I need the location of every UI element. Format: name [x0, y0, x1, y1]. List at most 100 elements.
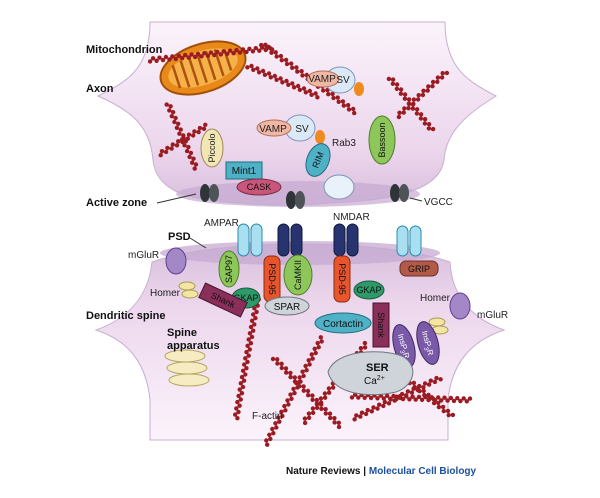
actin-bead: [302, 416, 308, 421]
actin-bead: [388, 397, 393, 402]
actin-bead: [409, 390, 415, 395]
actin-bead: [349, 395, 355, 400]
mint1: Mint1: [225, 161, 263, 180]
actin-bead: [359, 410, 365, 415]
actin-bead: [426, 84, 431, 89]
actin-bead: [150, 56, 156, 61]
actin-bead: [422, 121, 428, 126]
actin-bead: [302, 420, 308, 426]
shank-right: Shank: [372, 302, 390, 348]
actin-bead: [276, 415, 281, 420]
actin-bead: [435, 75, 441, 80]
actin-bead: [446, 412, 451, 418]
actin-bead: [239, 391, 245, 396]
actin-bead: [233, 412, 238, 417]
camkii: CaMKII: [283, 254, 313, 296]
actin-bead: [256, 70, 262, 75]
actin-bead: [251, 312, 256, 317]
actin-bead: [253, 46, 258, 51]
actin-bead: [390, 77, 396, 82]
actin-bead: [321, 88, 326, 93]
actin-bead: [428, 378, 433, 383]
svg-text:InsP3R: InsP3R: [418, 330, 435, 357]
actin-bead: [354, 413, 359, 418]
actin-bead: [413, 397, 418, 402]
actin-bead: [191, 133, 196, 138]
actin-bead: [237, 50, 243, 55]
actin-bead: [326, 390, 332, 395]
actin-bead: [410, 394, 415, 399]
actin-bead: [322, 395, 328, 400]
axon-label: Axon: [86, 83, 114, 95]
actin-bead: [418, 116, 424, 121]
actin-bead: [432, 379, 438, 385]
psd95-left-label: PSD-95: [267, 263, 277, 295]
actin-bead: [402, 92, 408, 97]
actin-bead: [246, 337, 251, 342]
actin-bead: [316, 345, 321, 350]
actin-bead: [445, 398, 450, 403]
actin-bead: [163, 54, 169, 60]
actin-bead: [239, 374, 245, 380]
actin-bead: [436, 395, 441, 400]
actin-bead: [315, 340, 320, 346]
actin-bead: [406, 106, 411, 111]
actin-bead: [326, 92, 331, 97]
actin-bead: [245, 343, 250, 348]
actin-bead: [416, 93, 421, 98]
actin-bead: [307, 362, 312, 367]
actin-bead: [301, 86, 307, 91]
actin-bead: [265, 442, 270, 447]
actin-bead: [436, 404, 442, 410]
psd-label: PSD: [168, 231, 191, 243]
actin-bead: [331, 95, 336, 101]
actin-bead: [167, 57, 172, 62]
actin-bead: [260, 68, 266, 74]
actin-bead: [251, 328, 256, 333]
ca-label: Ca: [364, 376, 377, 387]
f-actin-filament: [270, 356, 342, 430]
actin-bead: [237, 387, 242, 392]
actin-bead: [274, 77, 279, 83]
actin-bead: [341, 103, 346, 108]
actin-bead: [396, 114, 402, 120]
actin-bead: [332, 416, 337, 421]
actin-bead: [425, 88, 430, 93]
actin-bead: [394, 82, 400, 87]
actin-bead: [384, 393, 390, 398]
actin-bead: [273, 50, 278, 55]
actin-bead: [283, 408, 288, 413]
actin-bead: [240, 368, 246, 373]
actin-bead: [291, 386, 296, 392]
actin-bead: [247, 46, 252, 51]
actin-bead: [445, 408, 451, 414]
homer-right-label: Homer: [420, 293, 451, 304]
actin-bead: [362, 345, 368, 350]
actin-bead: [192, 129, 197, 134]
actin-bead: [188, 150, 194, 156]
actin-bead: [351, 106, 356, 112]
actin-bead: [249, 318, 255, 323]
credit-journal: Molecular Cell Biology: [369, 466, 477, 477]
actin-bead: [318, 400, 324, 405]
actin-bead: [245, 359, 250, 365]
actin-bead: [184, 148, 190, 154]
homer-left-label: Homer: [150, 288, 181, 299]
actin-bead: [299, 69, 304, 74]
actin-bead: [402, 96, 408, 101]
actin-bead: [244, 366, 249, 371]
piccolo: Piccolo: [200, 128, 224, 168]
actin-bead: [451, 398, 457, 404]
actin-bead: [363, 411, 369, 417]
actin-bead: [249, 63, 254, 69]
actin-bead: [284, 370, 289, 375]
sap97: SAP97: [218, 250, 240, 288]
actin-bead: [399, 391, 405, 397]
actin-bead: [448, 395, 454, 401]
vamp-label: VAMP: [308, 74, 336, 85]
mglur-left: [165, 247, 187, 275]
actin-bead: [368, 395, 374, 401]
actin-bead: [301, 373, 306, 379]
actin-bead: [275, 361, 280, 366]
